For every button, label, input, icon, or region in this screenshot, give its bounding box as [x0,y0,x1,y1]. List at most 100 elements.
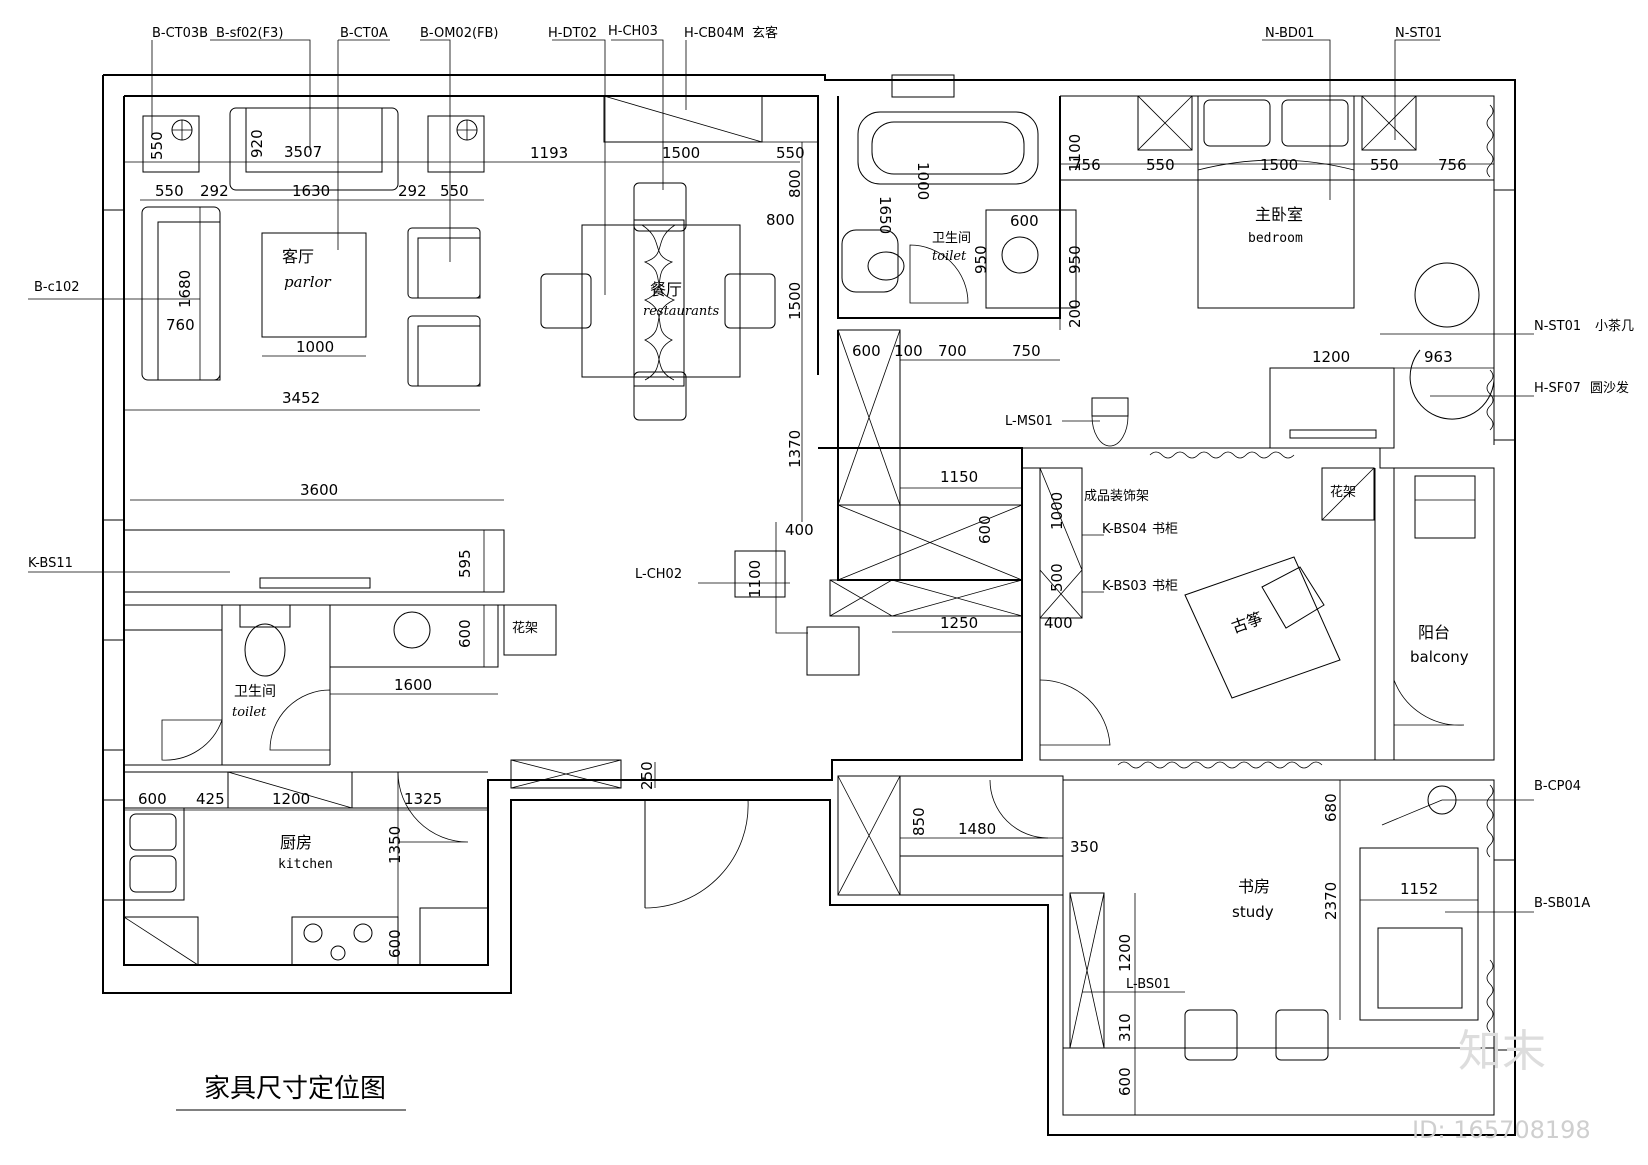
tag-flower-rack-b: 花架 [512,620,538,636]
dim-1500: 1500 [662,144,700,162]
tag-h-ch03: H-CH03 [608,24,658,39]
dim-292: 292 [398,182,427,200]
dim-1100: 1100 [746,560,764,598]
tag-l-ms01: L-MS01 [1005,414,1053,429]
dim-600: 600 [1010,212,1039,230]
dim-3600: 3600 [300,481,338,499]
tag-b-om02: B-OM02(FB) [420,26,499,41]
dim-1650: 1650 [876,196,894,234]
toilet-b-en-label: toilet [932,249,967,264]
dim-950: 950 [1066,245,1084,274]
entry-door [644,799,749,909]
tag-n-st01-top: N-ST01 [1395,26,1442,41]
dim-963: 963 [1424,348,1453,366]
central-cabinets [734,329,1023,676]
dim-100: 100 [894,342,923,360]
balcony-label: 阳台 [1418,623,1450,642]
dim-3452: 3452 [282,389,320,407]
dim-1630: 1630 [292,182,330,200]
tag-h-cb04m: H-CB04M [684,26,744,41]
dim-1200: 1200 [1116,934,1134,972]
dim-600: 600 [976,515,994,544]
tag-b-ct03b: B-CT03B [152,26,208,41]
bedroom-en-label: bedroom [1248,231,1303,246]
dining-room-label: 餐厅 [650,280,682,299]
dim-1000: 1000 [1048,492,1066,530]
dim-680: 680 [1322,793,1340,822]
watermark: 知末 ID: 165708198 [1412,1026,1591,1144]
kitchen-fixtures [123,771,489,966]
tag-k-bs03: K-BS03 [1102,579,1147,594]
toilet-a-label: 卫生间 [234,684,276,700]
dim-756: 756 [1072,156,1101,174]
tag-l-ch02: L-CH02 [635,567,682,582]
dim-400: 400 [1044,614,1073,632]
dim-1480: 1480 [958,820,996,838]
dim-550: 550 [148,131,166,160]
study-fixtures [837,775,1479,1061]
dim-400: 400 [785,521,814,539]
study-label: 书房 [1238,877,1270,896]
dim-1680: 1680 [176,270,194,308]
kitchen-en-label: kitchen [278,857,333,872]
curtains [1117,104,1494,1033]
tag-shelf: 成品装饰架 [1084,489,1149,504]
dim-600: 600 [456,619,474,648]
living-room-label: 客厅 [282,247,314,266]
living-room-en-label: parlor [284,273,332,291]
dim-550: 550 [776,144,805,162]
dim-1250: 1250 [940,614,978,632]
tag-n-bd01: N-BD01 [1265,26,1314,41]
tag-k-bs04: K-BS04 [1102,522,1147,537]
dim-310: 310 [1116,1013,1134,1042]
tag-h-cb04m-note: 玄客 [752,25,778,41]
dim-292: 292 [200,182,229,200]
furniture-tags: B-CT03B B-sf02(F3) B-CT0A B-OM02(FB) H-D… [28,24,1634,992]
dim-1152: 1152 [1400,880,1438,898]
dim-600: 600 [1116,1067,1134,1096]
tag-k-bs04-note: 书柜 [1152,522,1178,537]
dim-200: 200 [1066,299,1084,328]
title-block: 家具尺寸定位图 [176,1074,406,1111]
tag-n-st01-side: N-ST01 [1534,319,1581,334]
watermark-id: ID: 165708198 [1412,1116,1591,1144]
living-furniture [141,95,763,387]
tag-h-sf07: H-SF07 [1534,381,1581,396]
room-labels: 客厅 parlor 餐厅 restaurants 主卧室 bedroom 卫生间… [232,205,1469,921]
dim-1200: 1200 [1312,348,1350,366]
dim-1100: 1100 [1066,134,1084,172]
dim-756: 756 [1438,156,1467,174]
tag-b-sf02: B-sf02(F3) [216,26,283,41]
dim-600: 600 [386,929,404,958]
kitchen-label: 厨房 [280,833,312,852]
dim-250: 250 [638,761,656,790]
study-en-label: study [1232,903,1274,921]
tag-k-bs03-note: 书柜 [1152,579,1178,594]
dim-1350: 1350 [386,826,404,864]
guzheng-room-fixtures [1039,467,1476,761]
drawing-title: 家具尺寸定位图 [204,1074,386,1104]
dim-800: 800 [766,211,795,229]
tag-b-cp04: B-CP04 [1534,779,1581,794]
dim-600: 600 [852,342,881,360]
toilet-a-fixtures [123,604,331,761]
toilet-b-fixtures [841,111,1077,309]
dining-room-en-label: restaurants [643,304,719,319]
tag-n-st01-note: 小茶几 [1595,318,1634,334]
dim-600: 600 [138,790,167,808]
dim-800: 800 [786,169,804,198]
dim-1500: 1500 [1260,156,1298,174]
dim-550: 550 [440,182,469,200]
dim-920: 920 [248,129,266,158]
dim-1200: 1200 [272,790,310,808]
tag-h-sf07-note: 圆沙发 [1590,380,1629,396]
watermark-brand: 知末 [1458,1026,1546,1077]
guzheng-label: 古筝 [1229,608,1266,637]
dim-3507: 3507 [284,143,322,161]
tag-b-ct0a: B-CT0A [340,26,388,41]
dim-1500: 1500 [786,282,804,320]
tag-b-c102: B-c102 [34,280,80,295]
dim-425: 425 [196,790,225,808]
dim-1000: 1000 [914,162,932,200]
